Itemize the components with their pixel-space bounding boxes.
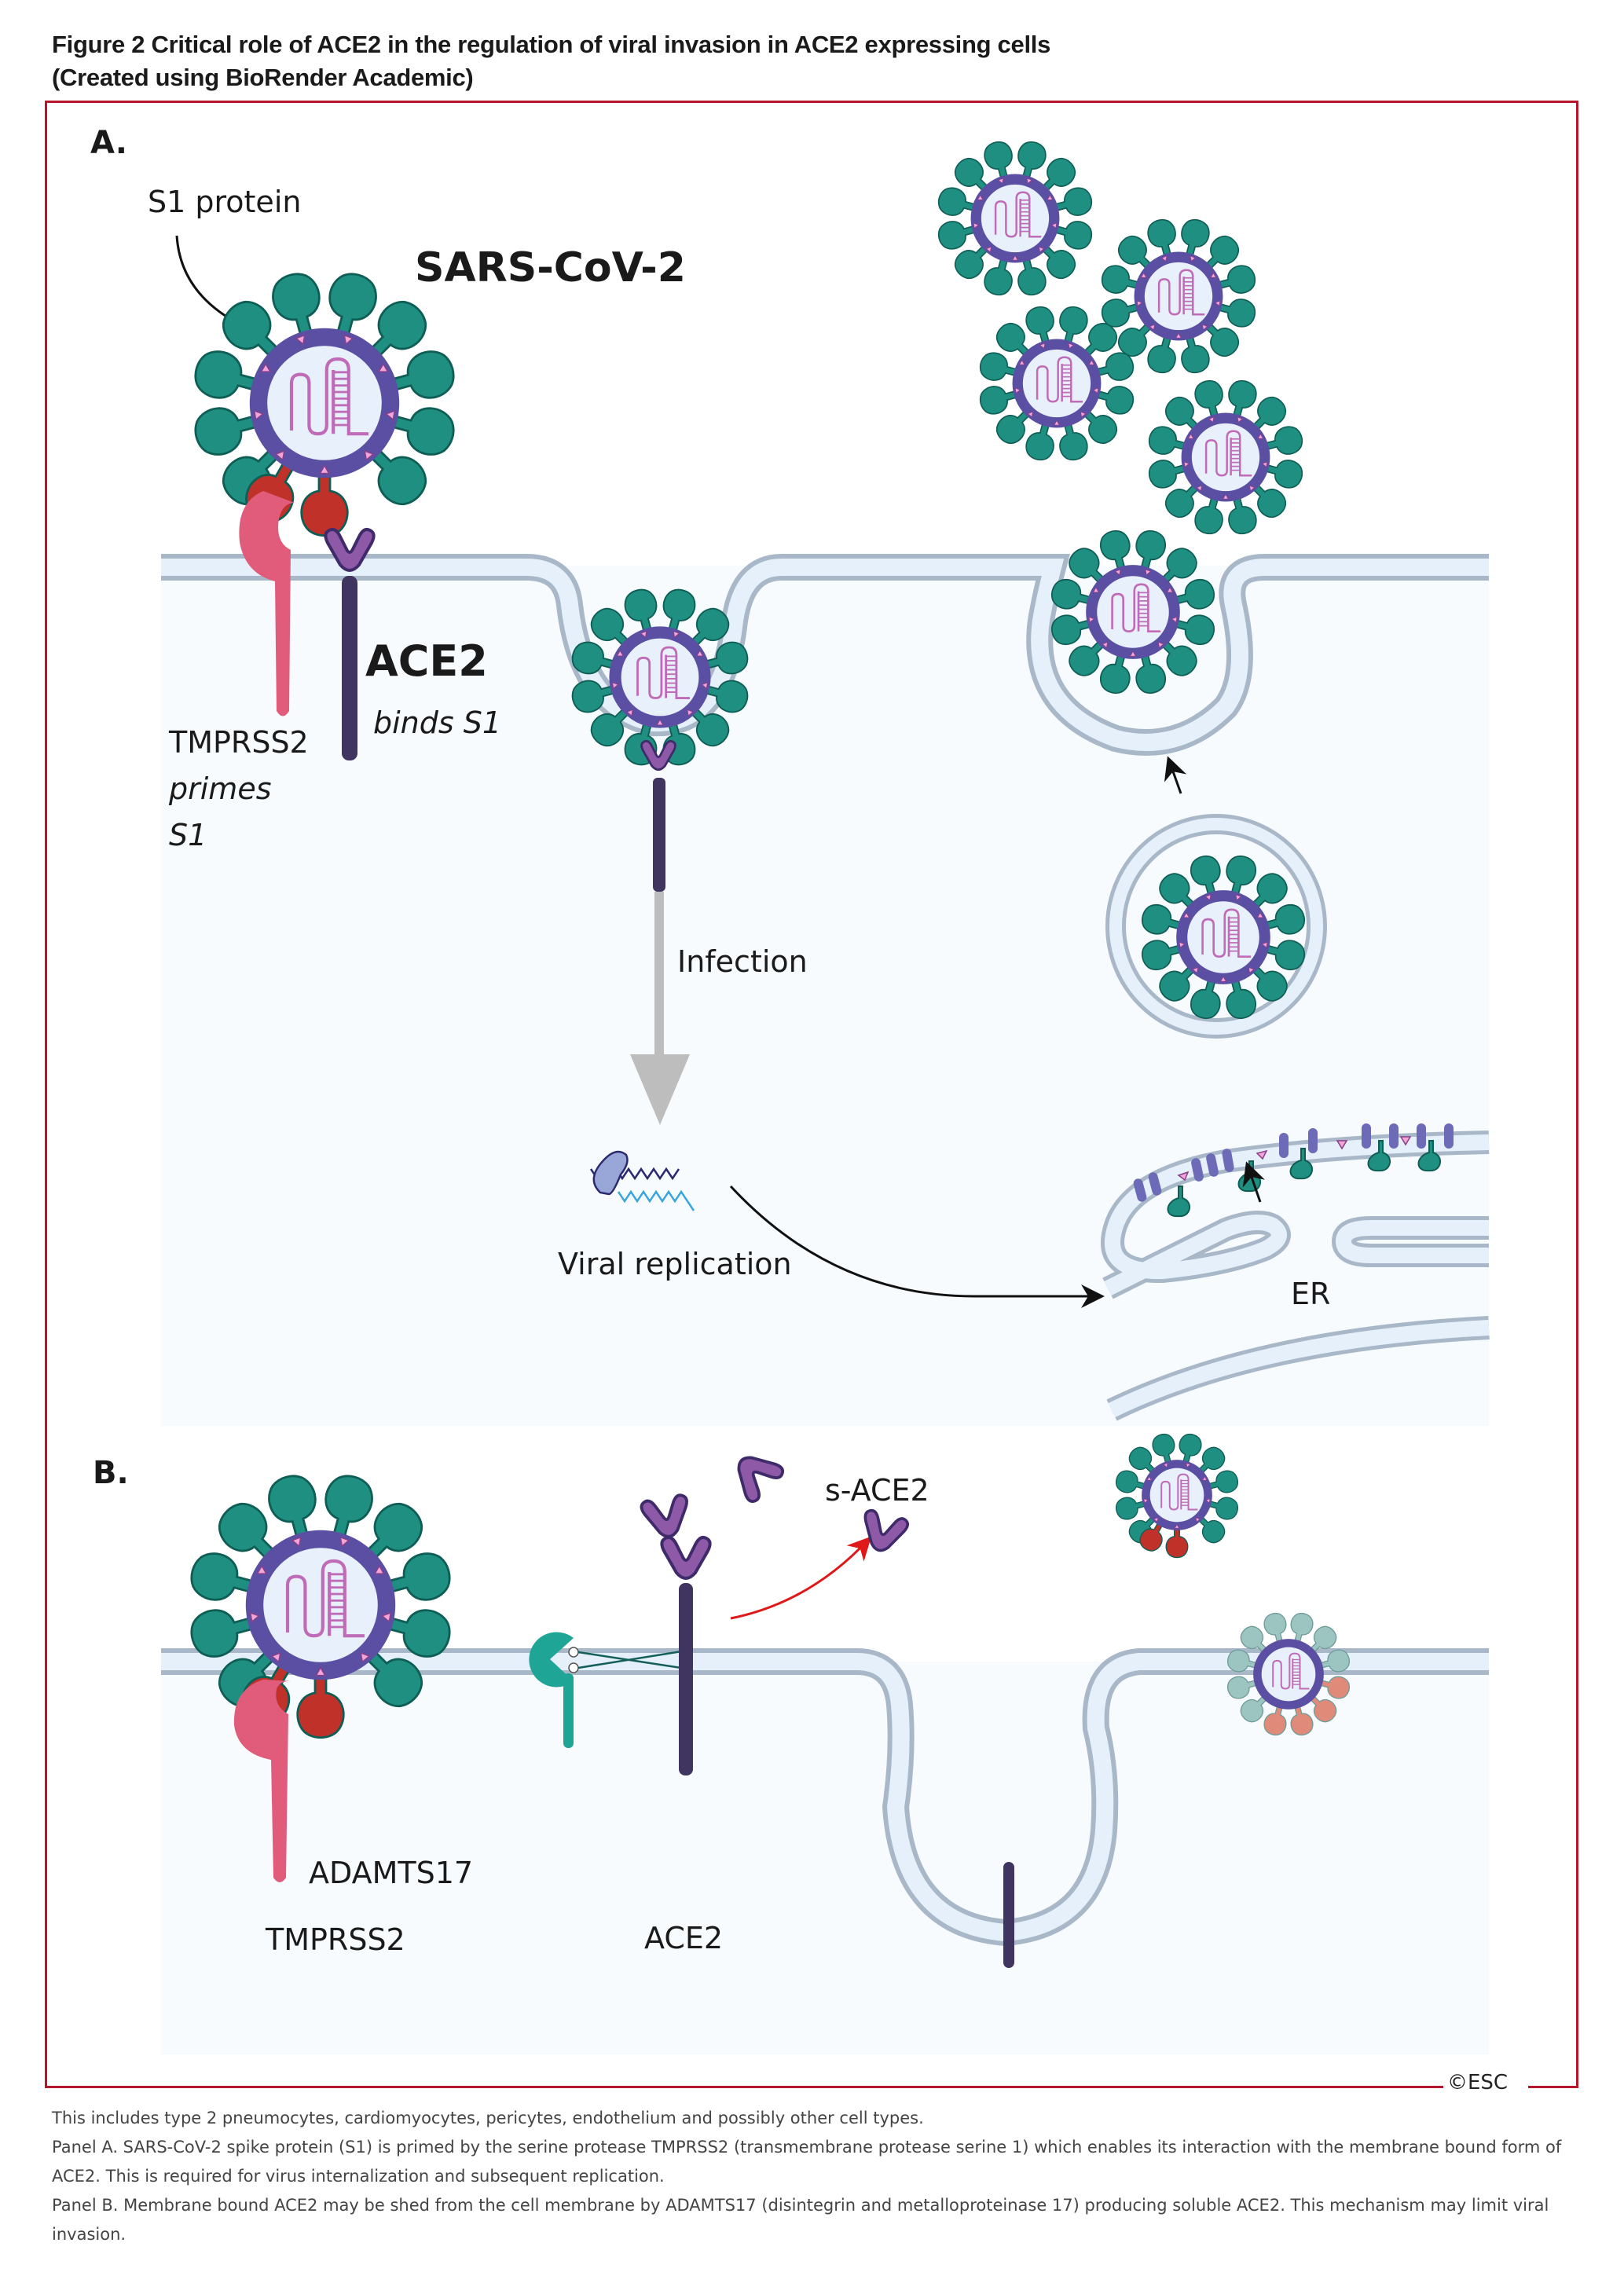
tmprss2-protein [239, 491, 295, 716]
figure-caption: This includes type 2 pneumocytes, cardio… [52, 2104, 1584, 2249]
figure-frame [45, 101, 1578, 2088]
panel-b: B. ADAMTS17 TMPRSS2 ACE2 s-ACE2 [93, 1432, 1489, 2054]
figure-title-line2: (Created using BioRender Academic) [52, 64, 474, 91]
figure-title: Figure 2 Critical role of ACE2 in the re… [52, 28, 1050, 94]
panel-a-label: A. [90, 125, 127, 161]
sars-cov-2-virus-released-2 [1099, 217, 1258, 376]
primes-label: primes [168, 771, 272, 806]
tmprss2-protein-panel-b [233, 1680, 295, 1882]
panel-a: A. S1 protein SARS-CoV-2 ACE2 binds S1 T… [90, 125, 1490, 1426]
diagram-canvas: A. S1 protein SARS-CoV-2 ACE2 binds S1 T… [90, 125, 1490, 2054]
ace2-label-panel-b: ACE2 [644, 1921, 723, 1955]
tmprss2-label-panel-b: TMPRSS2 [265, 1922, 405, 1957]
transport-vesicle [1105, 814, 1327, 1039]
replication-to-er-arrow [729, 1185, 1105, 1308]
er-to-vesicle-arrow [1242, 1161, 1266, 1203]
s-ace2-label: s-ACE2 [825, 1473, 929, 1508]
tmprss2-label: TMPRSS2 [168, 725, 309, 760]
binds-s1-label: binds S1 [373, 705, 501, 740]
ribosome-rna-icon [589, 1150, 695, 1211]
primes-s1-label: S1 [169, 818, 207, 852]
sars-cov-2-virus-released-1 [936, 139, 1094, 298]
infection-label: Infection [677, 944, 808, 979]
ace2-receptor-head-panel-b [660, 1536, 712, 1580]
infection-arrow-head [630, 1054, 690, 1125]
figure-title-line1: Figure 2 Critical role of ACE2 in the re… [52, 31, 1051, 58]
endoplasmic-reticulum [1101, 1131, 1490, 1421]
vesicle-to-membrane-arrow [1164, 756, 1187, 794]
adamts17-protease [529, 1632, 692, 1748]
panel-b-label: B. [93, 1455, 129, 1491]
soluble-ace2-1 [639, 1493, 694, 1542]
adamts17-label: ADAMTS17 [309, 1856, 473, 1890]
caption-line-cells: This includes type 2 pneumocytes, cardio… [52, 2109, 924, 2127]
frame-bottom-right [1528, 2086, 1578, 2088]
ace2-stalk-internalized [653, 778, 665, 892]
soluble-ace2-3 [856, 1508, 911, 1558]
shedding-arrow [730, 1536, 872, 1620]
viral-replication-label: Viral replication [558, 1247, 792, 1281]
copyright-notice: ©ESC [1447, 2071, 1509, 2094]
soluble-ace2-2 [724, 1442, 787, 1506]
virus-name-label: SARS-CoV-2 [415, 244, 686, 291]
sars-cov-2-virus-released-3 [977, 304, 1136, 463]
infection-arrow-shaft [654, 892, 664, 1080]
ace2-receptor-stalk-panel-b [679, 1583, 693, 1775]
caption-panel-b: Panel B. Membrane bound ACE2 may be shed… [52, 2196, 1549, 2244]
ace2-receptor-stalk [342, 576, 357, 760]
caption-panel-a: Panel A. SARS-CoV-2 spike protein (S1) i… [52, 2138, 1562, 2186]
frame-bottom-left [45, 2086, 1443, 2088]
sars-cov-2-virus-primed-small [1114, 1432, 1241, 1558]
sars-cov-2-virus-released-4 [1146, 378, 1305, 537]
sars-cov-2-virus-panel-b [186, 1471, 454, 1737]
s1-protein-label: S1 protein [148, 185, 301, 219]
er-label: ER [1291, 1277, 1330, 1311]
ace2-label: ACE2 [365, 636, 488, 686]
sars-cov-2-virus-main [190, 269, 458, 535]
ace2-stalk-endocytic-pit [1003, 1862, 1014, 1968]
